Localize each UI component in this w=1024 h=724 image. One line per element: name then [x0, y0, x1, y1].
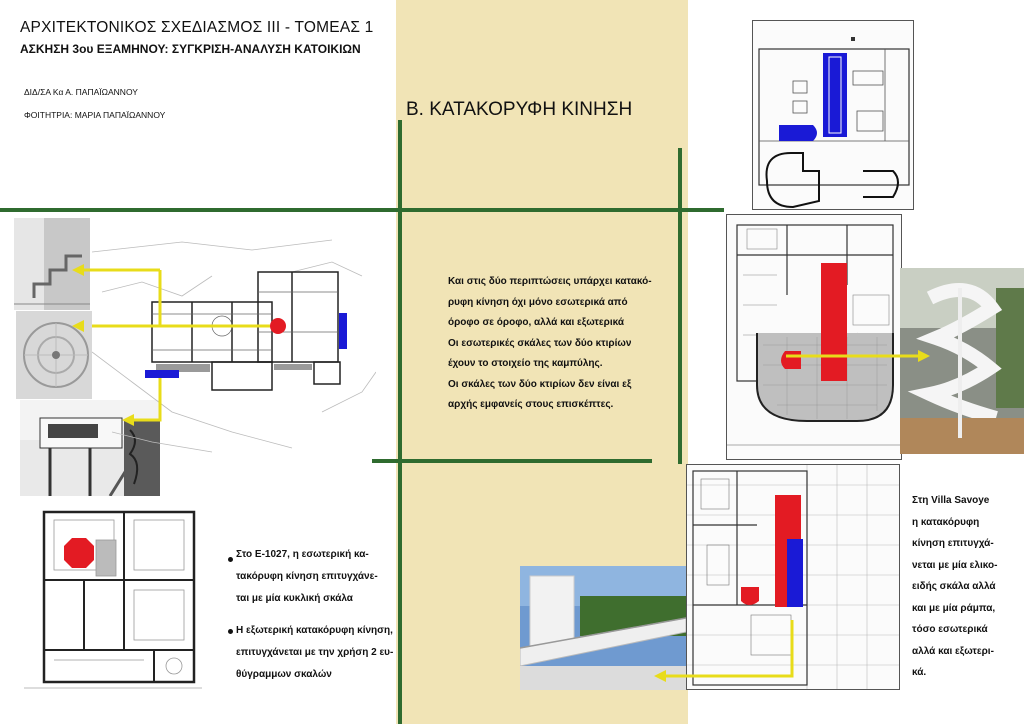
savoye-line-6: και με μία ράμπα, [912, 602, 996, 614]
e1027-note-2-line-3: θύγραμμων σκαλών [236, 669, 332, 680]
savoye-roof-plan [752, 20, 914, 210]
savoye-line-9: κά. [912, 667, 927, 678]
student-credit: ΦΟΙΤΗΤΡΙΑ: ΜΑΡΙΑ ΠΑΠΑΪΩΑΝΝΟΥ [24, 110, 166, 120]
e1027-note-2-line-1: Η εξωτερική κατακόρυφη κίνηση, [236, 625, 393, 636]
comparison-text: Και στις δύο περιπτώσεις υπάρχει κατακό-… [448, 272, 652, 416]
comparison-line-5: έχουν το στοιχείο της καμπύλης. [448, 358, 603, 369]
comparison-line-4: Οι εσωτερικές σκάλες των δύο κτιρίων [448, 337, 632, 349]
savoye-line-8: αλλά και εξωτερι- [912, 645, 994, 657]
savoye-line-2: η κατακόρυφη [912, 516, 980, 528]
instructor-credit: ΔΙΔ/ΣΑ Κα Α. ΠΑΠΑΪΩΑΝΝΟΥ [24, 87, 138, 97]
grid-line-horizontal-top [0, 208, 724, 212]
savoye-line-3: κίνηση επιτυγχά- [912, 538, 994, 549]
e1027-note-1: Στο Ε-1027, η εσωτερική κα- τακόρυφη κίν… [236, 544, 378, 610]
e1027-external-stair-marker-right [339, 313, 347, 349]
savoye-spiral-stair-photo [900, 268, 1024, 454]
savoye-ramp-photo [520, 566, 686, 690]
savoye-text: Στη Villa Savoye η κατακόρυφη κίνηση επι… [912, 490, 997, 684]
page-title: ΑΡΧΙΤΕΚΤΟΝΙΚΟΣ ΣΧΕΔΙΑΣΜΟΣ ΙΙΙ - ΤΟΜΕΑΣ 1 [20, 19, 374, 36]
savoye-line-7: τόσο εσωτερικά [912, 624, 988, 635]
savoye-line-5: ειδής σκάλα αλλά [912, 581, 996, 592]
grid-line-vertical-left [398, 120, 402, 724]
section-title: Β. ΚΑΤΑΚΟΡΥΦΗ ΚΙΝΗΣΗ [406, 99, 633, 120]
e1027-lower-plan [24, 500, 202, 696]
e1027-note-1-line-1: Στο Ε-1027, η εσωτερική κα- [236, 549, 369, 560]
e1027-note-2: Η εξωτερική κατακόρυφη κίνηση, επιτυγχάν… [236, 620, 393, 686]
comparison-line-3: όροφο σε όροφο, αλλά και εξωτερικά [448, 317, 624, 328]
savoye-arrows [654, 350, 930, 682]
comparison-line-2: ρυφη κίνηση όχι μόνο εσωτερικά από [448, 296, 628, 308]
savoye-line-4: νεται με μία ελικο- [912, 559, 998, 571]
e1027-house-photo [20, 400, 160, 496]
savoye-line-1: Στη Villa Savoye [912, 495, 990, 506]
e1027-external-stair-marker-left [145, 370, 179, 378]
page-subtitle: ΑΣΚΗΣΗ 3ου ΕΞΑΜΗΝΟΥ: ΣΥΓΚΡΙΣΗ-ΑΝΑΛΥΣΗ ΚΑ… [20, 42, 361, 56]
bullet-dot-1 [228, 557, 233, 562]
e1027-note-1-line-2: τακόρυφη κίνηση επιτυγχάνε- [236, 571, 378, 582]
grid-line-horizontal-bottom [372, 459, 652, 463]
e1027-stair-photo-1 [14, 218, 90, 310]
e1027-note-2-line-2: επιτυγχάνεται με την χρήση 2 ευ- [236, 647, 394, 658]
bullet-dot-2 [228, 629, 233, 634]
e1027-note-1-line-3: ται με μία κυκλική σκάλα [236, 593, 353, 604]
e1027-site-plan [92, 232, 376, 458]
comparison-line-7: αρχής εμφανείς στους επισκέπτες. [448, 399, 614, 410]
grid-line-vertical-right [678, 148, 682, 464]
e1027-arrows [72, 264, 270, 426]
comparison-line-1: Και στις δύο περιπτώσεις υπάρχει κατακό- [448, 276, 652, 287]
comparison-line-6: Οι σκάλες των δύο κτιρίων δεν είναι εξ [448, 378, 632, 390]
e1027-spiral-stair-marker [270, 318, 286, 334]
